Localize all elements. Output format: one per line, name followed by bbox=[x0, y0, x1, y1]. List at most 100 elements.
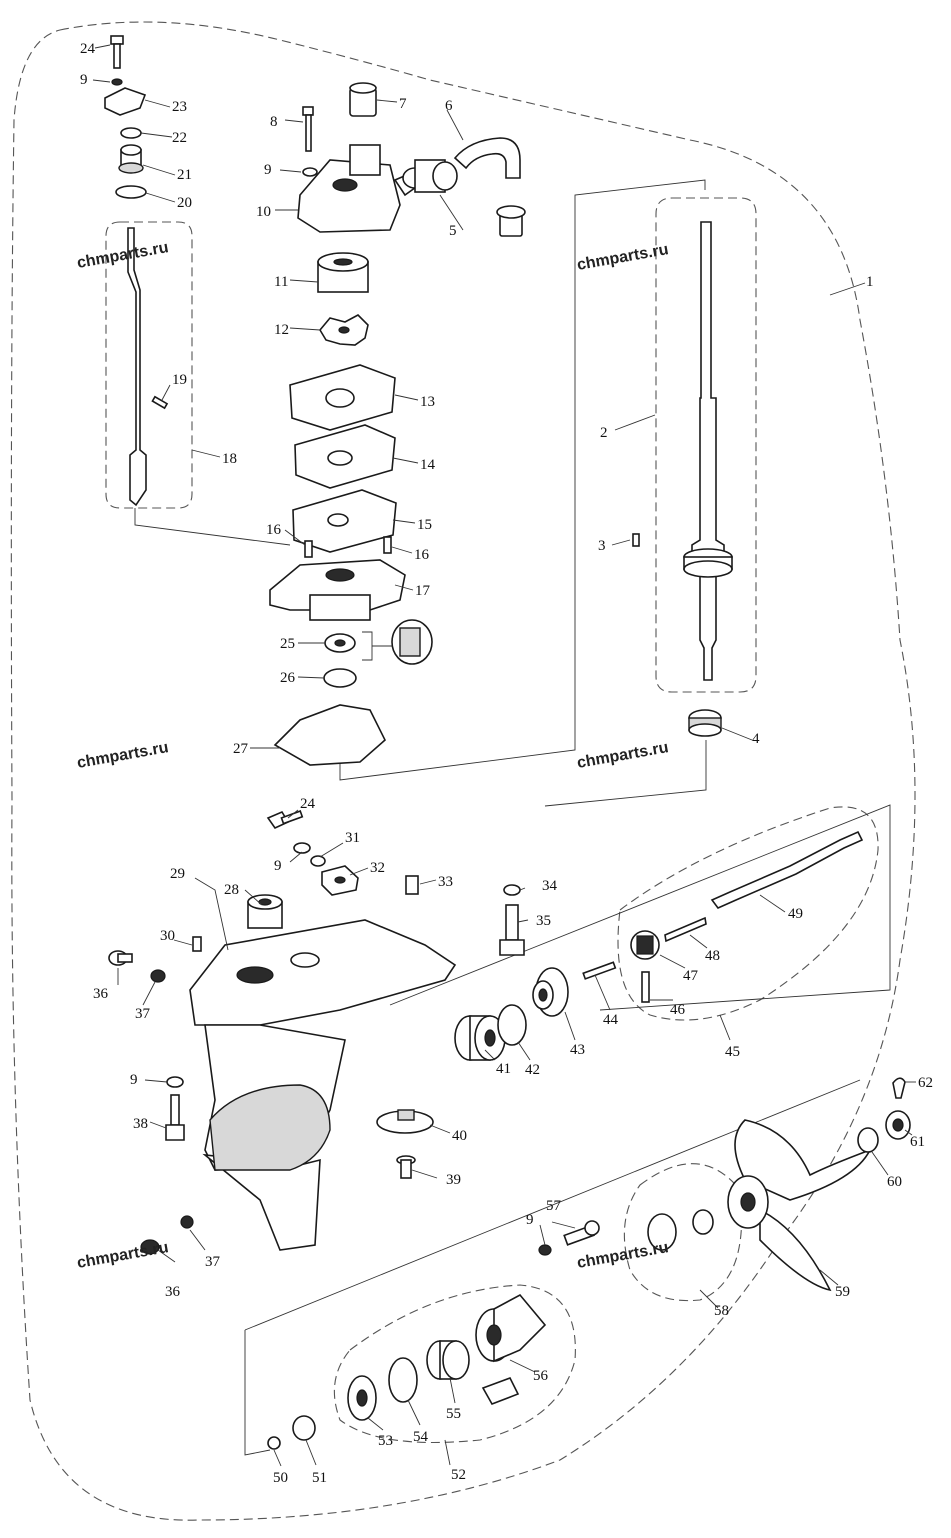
callout-62: 62 bbox=[918, 1075, 933, 1091]
bearing-55 bbox=[426, 1340, 470, 1380]
o-ring-26 bbox=[323, 668, 357, 688]
callout-16-left: 16 bbox=[266, 522, 282, 538]
washer-9-gearcase bbox=[293, 842, 311, 854]
cover-plate-40 bbox=[376, 1109, 434, 1134]
washer-9-top bbox=[111, 78, 123, 86]
callout-5: 5 bbox=[449, 223, 457, 239]
gearcase-housing bbox=[189, 919, 457, 1251]
callout-19: 19 bbox=[172, 372, 187, 388]
callout-9-housing: 9 bbox=[526, 1212, 534, 1228]
callout-3: 3 bbox=[598, 538, 606, 554]
callout-23: 23 bbox=[172, 99, 187, 115]
plate-32 bbox=[321, 865, 359, 896]
callout-46: 46 bbox=[670, 1002, 686, 1018]
clutch-47 bbox=[630, 930, 660, 960]
water-tube-connector bbox=[349, 82, 377, 117]
callout-49: 49 bbox=[788, 906, 803, 922]
outline-propeller-shaft-group bbox=[617, 806, 879, 1021]
shift-rod-bushing-21 bbox=[118, 144, 144, 174]
bearing-housing-56 bbox=[475, 1293, 547, 1363]
gasket-15-hole bbox=[327, 513, 349, 527]
callout-42: 42 bbox=[525, 1062, 540, 1078]
watermark-text: chmparts.ru bbox=[76, 1239, 170, 1272]
shim-42 bbox=[497, 1004, 527, 1046]
callout-53: 53 bbox=[378, 1433, 393, 1449]
callout-34: 34 bbox=[542, 878, 558, 894]
o-ring-22 bbox=[120, 127, 142, 139]
callout-4: 4 bbox=[752, 731, 760, 747]
callout-48: 48 bbox=[705, 948, 720, 964]
callout-36-upper: 36 bbox=[93, 986, 109, 1002]
callout-24-gearcase: 24 bbox=[300, 796, 316, 812]
watermark-text: chmparts.ru bbox=[76, 739, 170, 772]
gasket-27 bbox=[273, 704, 386, 766]
callout-13: 13 bbox=[420, 394, 435, 410]
seal-51 bbox=[292, 1415, 316, 1441]
o-ring-54 bbox=[388, 1357, 418, 1403]
callout-54: 54 bbox=[413, 1429, 429, 1445]
impeller bbox=[319, 314, 369, 346]
washer-37-upper bbox=[150, 969, 166, 983]
outline-propeller-kit bbox=[623, 1163, 743, 1302]
ring-50 bbox=[267, 1436, 281, 1450]
callout-41: 41 bbox=[496, 1061, 511, 1077]
drive-shaft bbox=[691, 221, 725, 681]
callout-32: 32 bbox=[370, 860, 385, 876]
key-detail bbox=[481, 1377, 520, 1405]
callout-1: 1 bbox=[866, 274, 874, 290]
callout-15: 15 bbox=[417, 517, 432, 533]
washer-58b bbox=[692, 1209, 714, 1235]
bolt-39 bbox=[396, 1155, 416, 1179]
bolt-57 bbox=[563, 1220, 600, 1246]
cotter-pin-62 bbox=[892, 1077, 906, 1099]
spring-48 bbox=[664, 916, 707, 943]
callout-57: 57 bbox=[546, 1198, 562, 1214]
callout-12: 12 bbox=[274, 322, 289, 338]
callout-14: 14 bbox=[420, 457, 436, 473]
callout-38: 38 bbox=[133, 1116, 148, 1132]
callout-37-lower: 37 bbox=[205, 1254, 221, 1270]
callout-numbers: 1 2 3 4 5 6 7 8 9 9 9 9 9 10 11 12 13 14… bbox=[80, 41, 933, 1486]
callout-9-gearcase: 9 bbox=[274, 858, 282, 874]
washer-34 bbox=[503, 884, 521, 896]
gasket-13-hole bbox=[325, 388, 355, 408]
callout-9-top: 9 bbox=[80, 72, 88, 88]
forward-gear-43 bbox=[532, 967, 569, 1017]
washer-31 bbox=[310, 855, 326, 867]
callout-9-pump: 9 bbox=[264, 162, 272, 178]
callout-18: 18 bbox=[222, 451, 237, 467]
callout-30: 30 bbox=[160, 928, 175, 944]
callout-37-upper: 37 bbox=[135, 1006, 151, 1022]
callout-39: 39 bbox=[446, 1172, 461, 1188]
spacer-58 bbox=[647, 1213, 677, 1251]
propeller-shaft-49 bbox=[710, 830, 864, 909]
callout-25: 25 bbox=[280, 636, 295, 652]
callout-43: 43 bbox=[570, 1042, 585, 1058]
callout-28: 28 bbox=[224, 882, 239, 898]
callout-29: 29 bbox=[170, 866, 185, 882]
connector-bushing-down bbox=[544, 740, 707, 807]
callout-50: 50 bbox=[273, 1470, 288, 1486]
pin-44 bbox=[582, 961, 617, 980]
o-ring-20 bbox=[115, 185, 147, 199]
callout-27: 27 bbox=[233, 741, 249, 757]
pump-base bbox=[269, 559, 406, 621]
callout-21: 21 bbox=[177, 167, 192, 183]
connector-prop-shaft bbox=[389, 804, 891, 1011]
connector-gearcase-diag bbox=[244, 1079, 861, 1331]
outline-shift-rod bbox=[105, 221, 193, 509]
plate-14-hole bbox=[327, 450, 353, 466]
callout-11: 11 bbox=[274, 274, 288, 290]
washer-9-lower bbox=[166, 1076, 184, 1088]
callout-33: 33 bbox=[438, 874, 453, 890]
callout-47: 47 bbox=[683, 968, 699, 984]
watermark-text: chmparts.ru bbox=[576, 739, 670, 772]
dowel-pin-16-left bbox=[304, 540, 313, 558]
callout-61: 61 bbox=[910, 1134, 925, 1150]
dowel-33 bbox=[405, 875, 419, 895]
grommet-5-lower bbox=[496, 205, 526, 237]
dowel-30 bbox=[192, 936, 202, 952]
watermark-text: chmparts.ru bbox=[76, 239, 170, 272]
outline-drive-shaft bbox=[655, 197, 757, 693]
callout-40: 40 bbox=[452, 1128, 467, 1144]
